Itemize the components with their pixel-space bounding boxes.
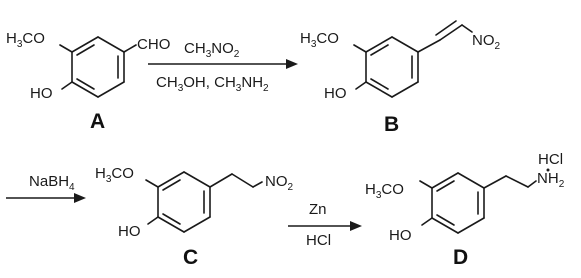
methoxy-bond-c xyxy=(145,179,159,188)
reagent-above-2: NaBH4 xyxy=(29,173,75,193)
hydroxy-bond-a xyxy=(61,81,73,90)
alkene-bond-b xyxy=(439,24,463,41)
hydroxy-bond-b xyxy=(355,81,367,90)
compound-a-structure xyxy=(59,36,137,98)
amine-bond-d xyxy=(527,180,537,188)
benzene-ring-a xyxy=(71,36,125,98)
hydroxy-label-d: HO xyxy=(389,227,412,244)
hydroxy-bond-c xyxy=(147,216,159,225)
compound-c-structure xyxy=(145,171,263,233)
amine-chain-bond-d xyxy=(505,175,529,188)
benzene-ring-c xyxy=(157,171,211,233)
aldehyde-label-a: CHO xyxy=(137,36,170,53)
methoxy-label-a: H3CO xyxy=(6,30,45,50)
aldehyde-bond-a xyxy=(123,44,137,53)
compound-b-structure xyxy=(353,20,473,98)
methoxy-label-d: H3CO xyxy=(365,181,404,201)
reagent-below-1: CH3OH, CH3NH2 xyxy=(156,74,269,94)
nitro-label-c: NO2 xyxy=(265,173,294,193)
hydroxy-label-a: HO xyxy=(30,85,53,102)
methoxy-bond-b xyxy=(353,44,367,53)
benzene-ring-b xyxy=(365,36,419,98)
salt-label-d: HCl xyxy=(538,151,563,168)
ethyl-bond-c xyxy=(209,173,233,188)
amine-label-d: NH2 xyxy=(537,170,565,190)
compound-label-d: D xyxy=(453,246,468,269)
methoxy-bond-a xyxy=(59,44,73,53)
methoxy-label-b: H3CO xyxy=(300,30,339,50)
hydroxy-label-c: HO xyxy=(118,223,141,240)
compound-label-b: B xyxy=(384,113,399,136)
reaction-arrow-1 xyxy=(148,59,298,69)
reagent-below-3: HCl xyxy=(306,232,331,249)
alkene-double-bond-b xyxy=(435,20,457,36)
amine-dot-d xyxy=(546,168,550,172)
hydroxy-label-b: HO xyxy=(324,85,347,102)
nitro-bond-b xyxy=(461,24,473,33)
nitro-bond-c xyxy=(252,181,263,188)
benzene-ring-d xyxy=(431,172,485,234)
vinyl-bond-b xyxy=(417,39,441,53)
methoxy-bond-d xyxy=(419,180,433,189)
hydroxy-bond-d xyxy=(421,217,433,226)
methoxy-label-c: H3CO xyxy=(95,165,134,185)
compound-label-a: A xyxy=(90,110,105,133)
compound-d-structure xyxy=(419,172,537,234)
nitro-label-b: NO2 xyxy=(472,32,501,52)
reaction-arrow-3 xyxy=(288,221,362,231)
ethyl-bond-d xyxy=(483,175,507,189)
reagent-above-3: Zn xyxy=(309,201,327,218)
reagent-above-1: CH3NO2 xyxy=(184,40,240,60)
nitro-chain-bond-c xyxy=(231,173,254,188)
reaction-arrow-2 xyxy=(6,193,86,203)
compound-label-c: C xyxy=(183,246,198,269)
